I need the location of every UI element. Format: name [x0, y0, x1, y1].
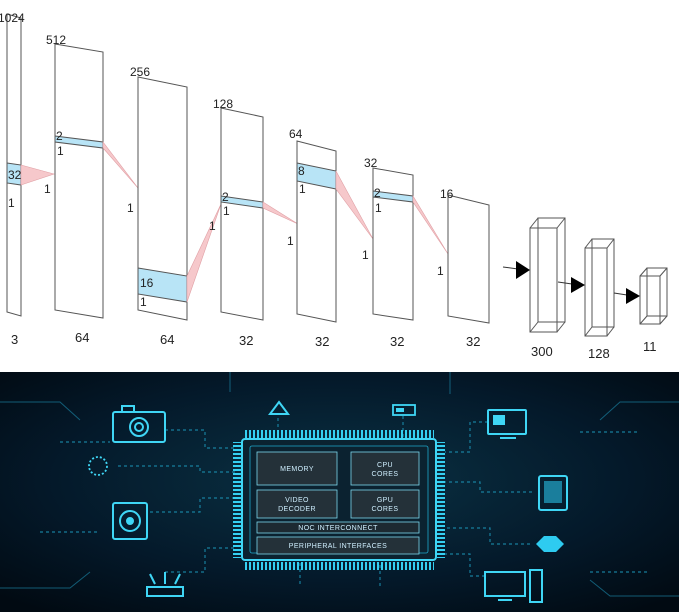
projection-4 — [335, 170, 374, 240]
dense-layer-1 — [584, 238, 615, 337]
layer-1-bottom-label: 64 — [75, 330, 89, 345]
dense-layer-0-label: 300 — [531, 344, 553, 359]
projection-2 — [186, 203, 222, 303]
layer-4-stride-label: 1 — [299, 182, 306, 196]
dense-layer-2 — [639, 267, 668, 325]
layer-5 — [372, 167, 414, 321]
memory-label: MEMORY — [280, 466, 314, 473]
peripheral-interfaces-block: PERIPHERAL INTERFACES — [256, 536, 420, 555]
dense-layer-2-label: 11 — [643, 339, 657, 354]
chip-pins-top — [244, 430, 434, 438]
layer-3-top-label: 128 — [213, 97, 233, 111]
layer-5-top-label: 32 — [364, 156, 378, 170]
dense-layer-1-front — [584, 247, 608, 337]
layer-1-slab — [54, 43, 104, 319]
projection-3 — [262, 201, 299, 225]
layer-6-top-label: 16 — [440, 187, 454, 201]
layer-1-top-label: 512 — [46, 33, 66, 47]
battery-icon — [392, 404, 416, 416]
camera-icon — [112, 405, 166, 443]
chip-pins-left — [233, 442, 241, 558]
chip-pins-right — [437, 442, 445, 558]
layer-1 — [54, 43, 104, 319]
dense-layer-2-back — [646, 267, 668, 317]
layer-4-kernel-label: 8 — [298, 164, 305, 178]
layer-4 — [296, 140, 337, 323]
monitor-icon — [487, 409, 527, 439]
layer-2-slab — [137, 76, 188, 321]
dense-layer-1-back — [591, 238, 615, 328]
layer-2 — [137, 76, 188, 321]
arrow-1 — [557, 277, 585, 293]
arrow-0 — [502, 261, 530, 279]
layer-2-bottom-label: 64 — [160, 332, 174, 347]
chip-pins-bottom — [244, 562, 434, 570]
layer-0-kernel-label: 32 — [8, 168, 22, 182]
layer-5-stride-label: 1 — [375, 201, 382, 215]
layer-3-stride-label: 1 — [223, 204, 230, 218]
projection-5 — [412, 194, 449, 255]
hexagon-icon — [536, 536, 564, 552]
layer-0-stride-label: 1 — [8, 196, 15, 210]
dense-layer-0-back — [537, 217, 566, 323]
layer-0-bottom-label: 3 — [11, 332, 18, 347]
triangle-icon — [268, 400, 290, 415]
cnn-architecture-diagram: 1024 512 256 128 64 32 16 32 2 16 2 8 2 … — [0, 11, 668, 361]
desktop-computer-icon — [484, 569, 543, 603]
layer-2-stride-label: 1 — [140, 295, 147, 309]
layer-5-slab — [372, 167, 414, 321]
layer-4-bottom-label: 32 — [315, 334, 329, 349]
dense-layer-2-front — [639, 275, 661, 325]
projection-0 — [20, 164, 56, 186]
layer-2-top-label: 256 — [130, 65, 150, 79]
connection-label-3: 1 — [287, 234, 294, 248]
layer-6-slab — [447, 194, 490, 324]
layer-3-slab — [220, 107, 264, 321]
peripheral-label: PERIPHERAL INTERFACES — [289, 543, 387, 550]
connection-label-5: 1 — [437, 264, 444, 278]
connection-label-1: 1 — [127, 201, 134, 215]
hard-drive-icon — [112, 502, 148, 540]
arrow-2 — [613, 288, 640, 304]
memory-block: MEMORY — [256, 451, 338, 486]
layer-5-bottom-label: 32 — [390, 334, 404, 349]
projection-1 — [102, 141, 139, 189]
layer-3 — [220, 107, 264, 321]
dotted-circle-icon — [88, 456, 108, 476]
wifi-router-icon — [146, 572, 184, 597]
layer-3-kernel-label: 2 — [222, 190, 229, 204]
layer-6 — [447, 194, 490, 324]
connection-label-4: 1 — [362, 248, 369, 262]
noc-interconnect-block: NOC INTERCONNECT — [256, 521, 420, 534]
layer-5-kernel-label: 2 — [374, 186, 381, 200]
circuit-traces-solid — [0, 372, 679, 597]
noc-label: NOC INTERCONNECT — [298, 525, 378, 532]
layer-6-bottom-label: 32 — [466, 334, 480, 349]
layer-1-kernel-label: 2 — [56, 129, 63, 143]
dense-layer-1-label: 128 — [588, 346, 610, 361]
layer-2-kernel-label: 16 — [140, 276, 154, 290]
layer-4-top-label: 64 — [289, 127, 303, 141]
layer-0-top-label: 1024 — [0, 11, 25, 25]
dense-layer-0-front — [529, 227, 558, 333]
layer-3-bottom-label: 32 — [239, 333, 253, 348]
tablet-icon — [538, 475, 568, 511]
dense-layer-0 — [529, 217, 566, 333]
connection-label-0: 1 — [44, 182, 51, 196]
layer-1-stride-label: 1 — [57, 144, 64, 158]
connection-label-2: 1 — [209, 219, 216, 233]
layer-0 — [6, 13, 22, 317]
